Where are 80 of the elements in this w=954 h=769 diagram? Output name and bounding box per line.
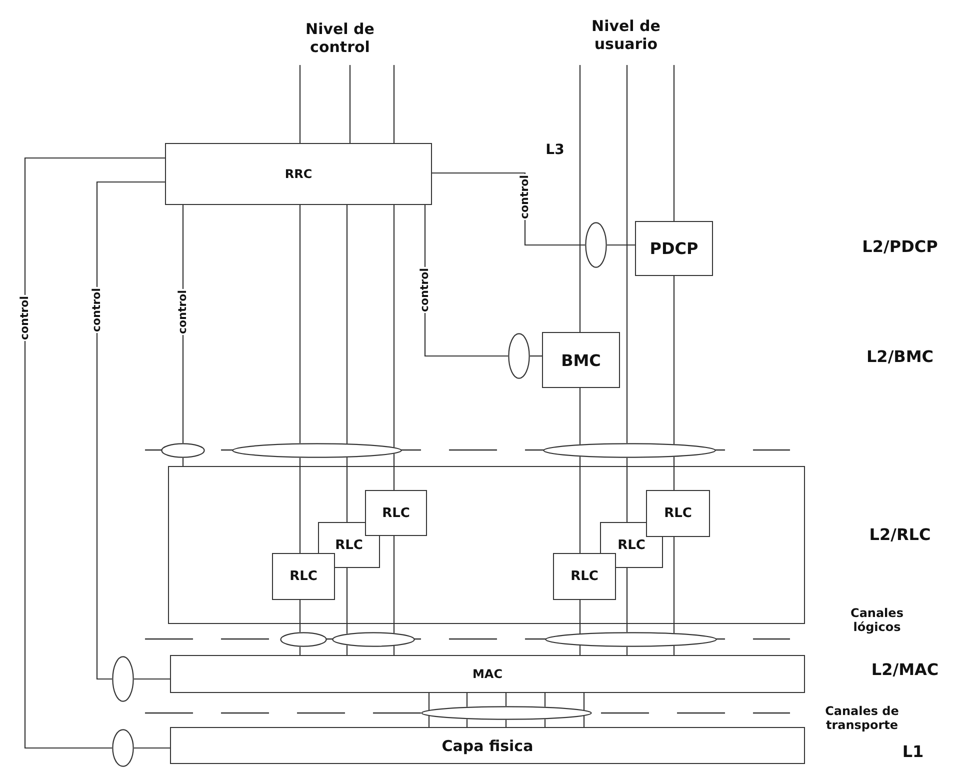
- edge-label: control: [176, 289, 190, 335]
- connector-line: [673, 65, 675, 221]
- connector-line: [626, 647, 628, 655]
- layer-label: L2/RLC: [868, 525, 932, 545]
- connector-line: [583, 693, 585, 710]
- connector-line: [673, 646, 675, 655]
- connector-line: [182, 458, 184, 466]
- connector-line: [530, 355, 542, 357]
- layer-label: Canales lógicos: [850, 606, 904, 634]
- connector-line: [579, 65, 581, 332]
- edge-label: control: [90, 287, 104, 333]
- connector-line: [673, 276, 675, 444]
- protocol-box: [170, 727, 805, 764]
- connector-line: [393, 536, 395, 633]
- box-label: RRC: [284, 167, 312, 181]
- connector-line: [673, 537, 675, 633]
- connector-line: [299, 600, 301, 632]
- box-label: RLC: [335, 538, 363, 552]
- protocol-box: [646, 490, 710, 537]
- connector-line: [299, 458, 301, 553]
- layer-label: L3: [544, 142, 566, 158]
- connector-line: [583, 716, 585, 727]
- connector-line: [626, 65, 628, 443]
- protocol-box: [542, 332, 620, 388]
- edge-label: control: [418, 267, 432, 313]
- connector-line: [346, 458, 348, 522]
- box-label: BMC: [561, 350, 601, 370]
- box-label: RLC: [382, 506, 410, 520]
- connector-line: [428, 716, 430, 727]
- layer-label: L2/MAC: [870, 660, 940, 680]
- connector-line: [579, 600, 581, 634]
- box-label: MAC: [472, 667, 503, 681]
- connector-line: [346, 645, 348, 655]
- connector-line: [393, 454, 395, 490]
- connector-line: [505, 693, 507, 706]
- connector-line: [466, 693, 468, 707]
- protocol-box: [170, 655, 805, 693]
- layer-label: Nivel de usuario: [590, 17, 662, 53]
- box-label: PDCP: [650, 239, 698, 258]
- connector-line: [626, 458, 628, 522]
- connector-line: [299, 205, 301, 444]
- protocol-box: [165, 143, 432, 205]
- connector-line: [346, 568, 348, 634]
- connector-line: [134, 678, 170, 680]
- connector-line: [428, 693, 430, 710]
- box-label: RLC: [618, 538, 646, 552]
- box-label: RLC: [290, 569, 318, 584]
- connector-line: [96, 181, 165, 680]
- connector-line: [579, 646, 581, 655]
- edge-label: control: [18, 295, 32, 341]
- protocol-box: [365, 490, 427, 536]
- connector-line: [349, 65, 351, 143]
- connector-line: [134, 747, 170, 749]
- box-label: RLC: [570, 569, 598, 584]
- protocol-box: [272, 553, 335, 600]
- connector-line: [626, 568, 628, 632]
- connector-line: [393, 65, 395, 143]
- connector-line: [579, 388, 581, 444]
- layer-label: L2/BMC: [865, 347, 935, 367]
- layer-label: L2/PDCP: [861, 237, 939, 257]
- layer-frame: [168, 466, 805, 624]
- edge-label: control: [518, 174, 532, 220]
- connector-line: [24, 157, 165, 749]
- layer-label: L1: [901, 742, 925, 762]
- connector-line: [346, 205, 348, 444]
- connector-line: [393, 205, 395, 448]
- protocol-box: [635, 221, 713, 276]
- connector-line: [393, 646, 395, 655]
- connector-line: [544, 693, 546, 707]
- box-label: Capa fisica: [442, 736, 534, 754]
- connector-line: [299, 65, 301, 143]
- connector-line: [466, 719, 468, 727]
- layer-label: Canales de transporte: [824, 704, 900, 732]
- connector-line: [579, 456, 581, 553]
- box-label: RLC: [664, 506, 692, 521]
- protocol-box: [553, 553, 616, 600]
- connector-line: [607, 244, 635, 246]
- layer-label: Nivel de control: [304, 20, 376, 56]
- connector-line: [505, 720, 507, 727]
- connector-line: [673, 456, 675, 490]
